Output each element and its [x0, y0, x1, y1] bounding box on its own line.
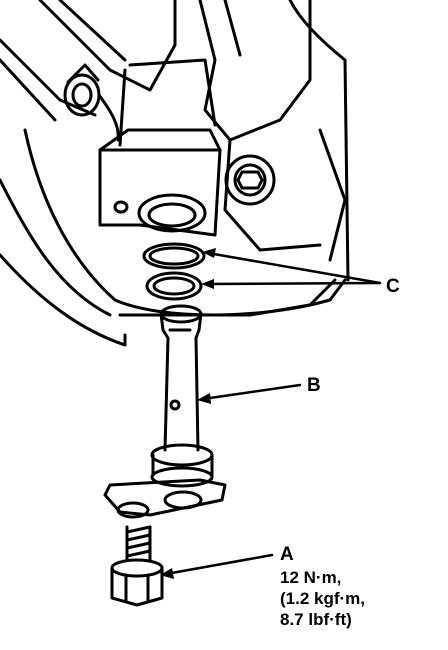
torque-spec-kgfm: (1.2 kgf·m, [280, 589, 365, 608]
callout-a: A [280, 544, 294, 565]
torque-spec-nm: 12 N·m, [280, 568, 341, 587]
callout-b: B [307, 375, 321, 396]
housing-bolt [224, 154, 276, 206]
leader-arrowheads [160, 248, 216, 579]
torque-spec-lbfft: 8.7 lbf·ft) [280, 610, 352, 629]
transmission-housing [0, 0, 350, 347]
flange-bolt [110, 525, 164, 607]
hose-fitting [63, 63, 120, 142]
solenoid-valve [103, 304, 227, 519]
leader-lines [164, 251, 382, 576]
o-ring-lower [145, 271, 203, 301]
valve-body-boss [98, 58, 222, 237]
o-ring-upper [142, 242, 206, 270]
callout-c: C [386, 276, 400, 297]
